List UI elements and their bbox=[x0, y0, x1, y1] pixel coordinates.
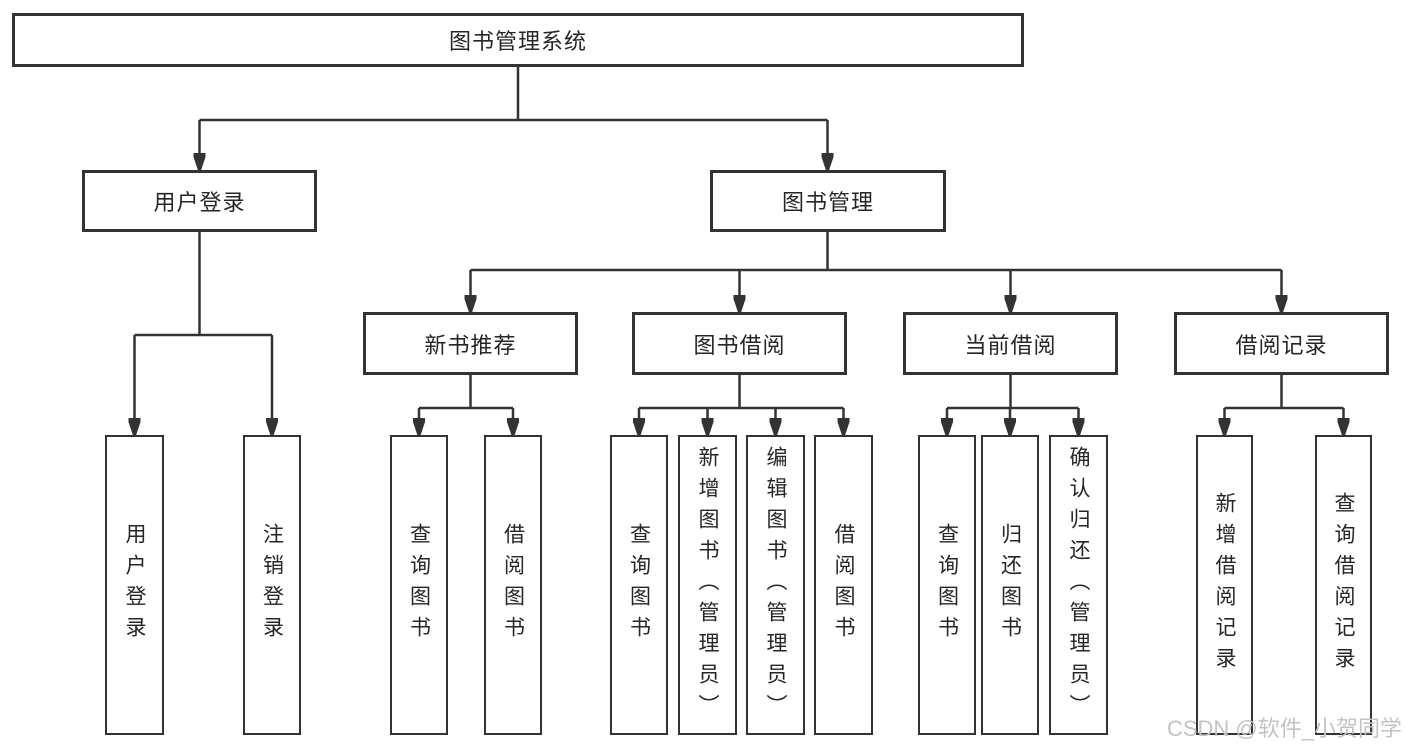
connector-user-login bbox=[135, 232, 273, 435]
leaf-query-books-borrowing: 查询图书 bbox=[610, 435, 668, 735]
connector-current-borrowing bbox=[947, 375, 1079, 435]
connector-borrowing-records bbox=[1225, 375, 1344, 435]
leaf-add-borrow-record-label: 新增借阅记录 bbox=[1213, 492, 1236, 678]
leaf-borrow-books-recommend: 借阅图书 bbox=[484, 435, 542, 735]
connector-book-borrowing bbox=[639, 375, 844, 435]
leaf-add-book-admin: 新增图书（管理员） bbox=[678, 435, 737, 735]
leaf-query-books-recommend-label: 查询图书 bbox=[407, 523, 431, 647]
leaf-borrow-books-recommend-label: 借阅图书 bbox=[501, 523, 525, 647]
watermark: CSDN @软件_小贺同学 bbox=[1166, 716, 1402, 741]
node-book-borrowing: 图书借阅 bbox=[632, 312, 847, 375]
leaf-query-borrow-record: 查询借阅记录 bbox=[1315, 435, 1372, 735]
leaf-confirm-return-admin-label: 确认归还（管理员） bbox=[1067, 445, 1090, 725]
node-new-book-recommendation: 新书推荐 bbox=[363, 312, 578, 375]
leaf-return-books-label: 归还图书 bbox=[998, 523, 1022, 647]
node-current-borrowing: 当前借阅 bbox=[903, 312, 1118, 375]
leaf-user-login: 用户登录 bbox=[105, 435, 164, 735]
connector-book-management bbox=[471, 232, 1282, 312]
leaf-borrow-books-borrowing-label: 借阅图书 bbox=[832, 523, 855, 647]
node-user-login: 用户登录 bbox=[82, 170, 317, 232]
node-book-management: 图书管理 bbox=[710, 170, 946, 232]
node-borrowing-records: 借阅记录 bbox=[1174, 312, 1389, 375]
leaf-edit-book-admin-label: 编辑图书（管理员） bbox=[764, 445, 787, 725]
leaf-return-books: 归还图书 bbox=[981, 435, 1039, 735]
connector-root bbox=[200, 67, 828, 170]
leaf-user-login-label: 用户登录 bbox=[123, 523, 146, 647]
leaf-logout-label: 注销登录 bbox=[260, 523, 284, 647]
leaf-add-book-admin-label: 新增图书（管理员） bbox=[696, 445, 719, 725]
leaf-query-books-borrowing-label: 查询图书 bbox=[627, 523, 651, 647]
leaf-confirm-return-admin: 确认归还（管理员） bbox=[1049, 435, 1108, 735]
leaf-logout: 注销登录 bbox=[243, 435, 301, 735]
leaf-edit-book-admin: 编辑图书（管理员） bbox=[746, 435, 805, 735]
leaf-query-borrow-record-label: 查询借阅记录 bbox=[1332, 492, 1355, 678]
leaf-query-books-current: 查询图书 bbox=[918, 435, 976, 735]
leaf-add-borrow-record: 新增借阅记录 bbox=[1196, 435, 1253, 735]
node-library-management-system: 图书管理系统 bbox=[12, 13, 1024, 67]
leaf-query-books-recommend: 查询图书 bbox=[390, 435, 448, 735]
leaf-query-books-current-label: 查询图书 bbox=[935, 523, 959, 647]
leaf-borrow-books-borrowing: 借阅图书 bbox=[814, 435, 873, 735]
connector-new-book-recommendation bbox=[419, 375, 513, 435]
